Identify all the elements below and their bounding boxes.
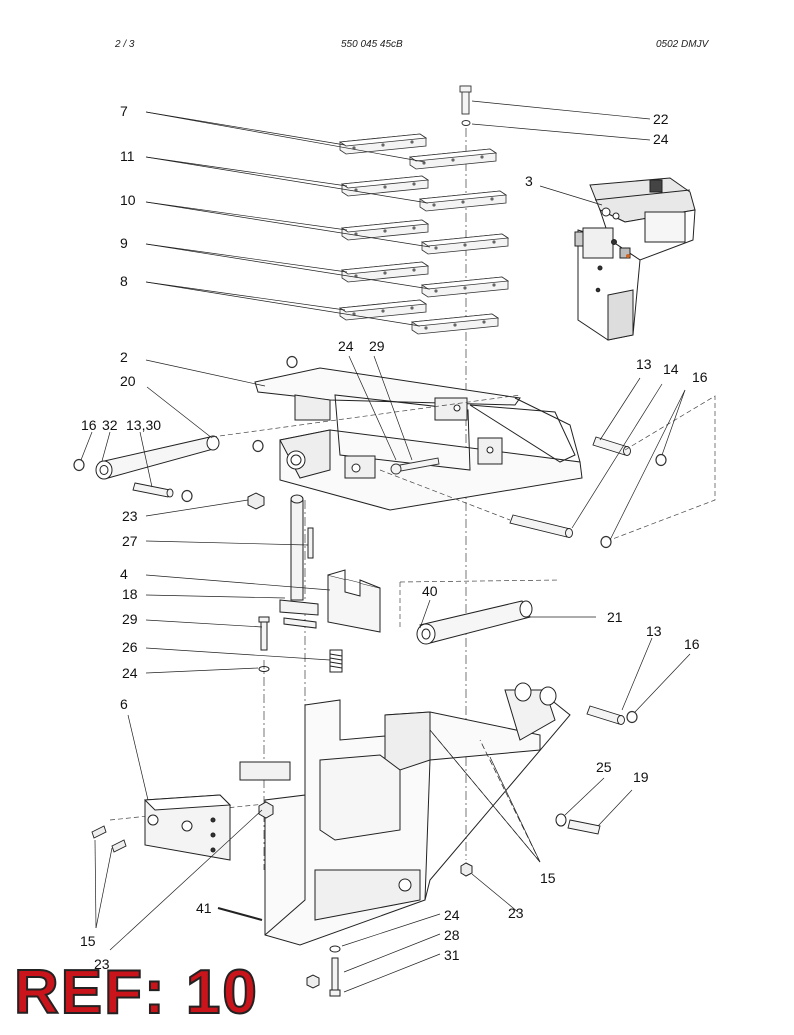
base-assembly [239, 682, 571, 946]
callout-25: 25 [596, 759, 612, 775]
washer-24-bottom [329, 945, 341, 953]
callout-4: 4 [120, 566, 128, 582]
callout-15: 15 [80, 933, 96, 949]
callout-7: 7 [120, 103, 128, 119]
callout-32: 32 [102, 417, 118, 433]
callout-19: 19 [633, 769, 649, 785]
callout-13-30: 13,30 [126, 417, 161, 433]
callout-31: 31 [444, 947, 460, 963]
callout-40: 40 [422, 583, 438, 599]
bolt-31 [329, 957, 341, 997]
pin-13-right [592, 436, 631, 456]
ring-16-lower [626, 710, 638, 724]
callout-29: 29 [369, 338, 385, 354]
pin-13-lower [586, 705, 625, 725]
callout-23: 23 [94, 956, 110, 972]
callout-20: 20 [120, 373, 136, 389]
ring-16-right [655, 453, 667, 467]
callout-11: 11 [120, 148, 135, 164]
callout-2: 2 [120, 349, 128, 365]
washer-24-top [461, 120, 471, 126]
ring-16-left-2 [181, 489, 193, 503]
bolt-29-lower [258, 616, 270, 651]
washer-25 [555, 813, 567, 827]
callout-9: 9 [120, 235, 128, 251]
cylinder-20 [95, 435, 220, 480]
callout-22: 22 [653, 111, 669, 127]
page-number: 2 / 3 [115, 39, 135, 50]
callout-16: 16 [81, 417, 97, 433]
callout-18: 18 [122, 586, 138, 602]
leader-lines [80, 100, 691, 993]
revision-code: 0502 DMJV [656, 39, 709, 50]
plate-7 [339, 133, 497, 170]
reference-label: REF: 10 [13, 958, 259, 1027]
callout-41: 41 [196, 900, 212, 916]
callout-23: 23 [508, 905, 524, 921]
pin-14 [509, 514, 573, 538]
bolt-29-upper [390, 457, 440, 475]
ring-16-left [73, 458, 85, 472]
nut-28 [306, 974, 320, 989]
callout-29: 29 [122, 611, 138, 627]
callout-23: 23 [122, 508, 138, 524]
callout-14: 14 [663, 361, 679, 377]
callout-24: 24 [444, 907, 460, 923]
callout-16: 16 [692, 369, 708, 385]
bolt-22 [459, 85, 472, 115]
cylinder-27 [279, 494, 319, 629]
callout-13: 13 [636, 356, 652, 372]
callout-26: 26 [122, 639, 138, 655]
callout-27: 27 [122, 533, 138, 549]
plate-11 [341, 175, 507, 212]
callout-labels: 7 11 10 9 8 22 24 3 2 24 29 13 14 16 20 … [80, 103, 708, 972]
callout-21: 21 [607, 609, 623, 625]
callout-24: 24 [122, 665, 138, 681]
bolts-15-left [91, 825, 127, 853]
frame-2 [254, 367, 583, 511]
ring-16-right-2 [600, 535, 612, 549]
plate-9 [341, 261, 509, 298]
callout-13: 13 [646, 623, 662, 639]
bracket-6 [143, 794, 232, 861]
cylinder-21 [416, 600, 533, 645]
callout-28: 28 [444, 927, 460, 943]
callout-10: 10 [120, 192, 136, 208]
callout-24: 24 [338, 338, 354, 354]
nut-23-upper [247, 492, 265, 510]
bolt-19 [567, 819, 601, 835]
ring-16-mid [252, 439, 264, 453]
pin-13-30 [132, 482, 174, 498]
spring-26 [329, 649, 343, 673]
callout-3: 3 [525, 173, 533, 189]
callout-8: 8 [120, 273, 128, 289]
assembly-3 [574, 177, 696, 341]
block-4 [327, 569, 381, 633]
nut-23-mid [258, 801, 274, 819]
callout-24: 24 [653, 131, 669, 147]
ring-16-top [286, 355, 298, 369]
callout-6: 6 [120, 696, 128, 712]
callout-15: 15 [540, 870, 556, 886]
nut-23-lower [460, 862, 473, 877]
callout-16: 16 [684, 636, 700, 652]
document-code: 550 045 45cB [341, 39, 403, 50]
washer-24-mid [258, 666, 270, 672]
